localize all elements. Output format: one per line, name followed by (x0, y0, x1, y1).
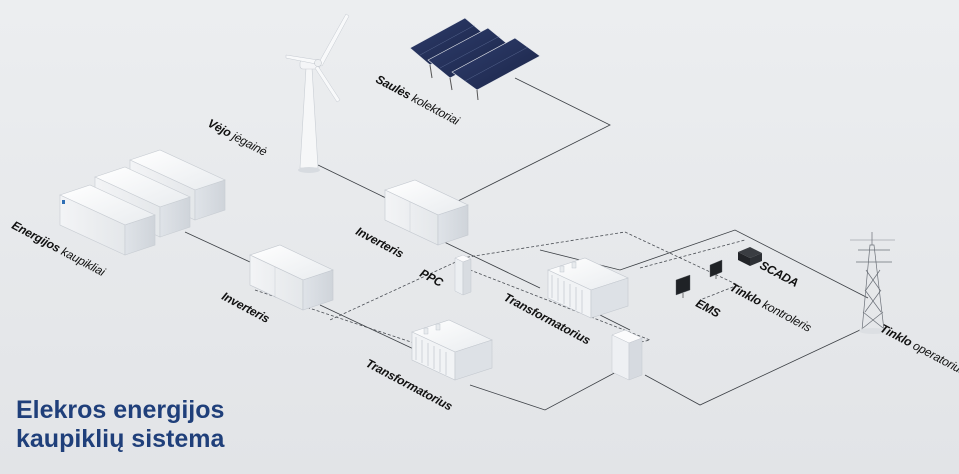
transformer-top (547, 257, 629, 319)
wind-turbine (285, 13, 350, 173)
line-switch-grid (644, 329, 861, 406)
transformer-bottom (411, 319, 493, 381)
line-storage-inverter (184, 231, 251, 263)
line-solar-inverter (449, 77, 611, 206)
ems-monitor (675, 274, 691, 298)
grid-controller-monitor (709, 259, 723, 279)
storage-container-1 (59, 184, 156, 256)
energy-storage-containers (59, 149, 226, 256)
ppc-cabinet (454, 254, 472, 296)
line-wind-inverter (317, 164, 391, 201)
solar-panels (409, 17, 541, 101)
title-line-2: kaupiklių sistema (16, 425, 225, 453)
line-inverter-transformer-top (439, 239, 541, 289)
line-ppc-left (329, 259, 461, 321)
line-ems-scada (639, 239, 746, 269)
line-inverter-ppc (254, 289, 421, 346)
line-top-transformer-switch (599, 314, 631, 331)
line-ppc-ems (461, 231, 740, 301)
line-transformer-switchgear (469, 369, 621, 411)
title-line-1: Elekros energijos (16, 396, 225, 424)
solar-panel-3 (451, 37, 541, 101)
inverter-top (384, 179, 469, 246)
switchgear-cabinet (611, 329, 643, 381)
transmission-tower (850, 232, 895, 334)
scada-unit (738, 247, 762, 266)
diagram-title: Elekros energijos kaupiklių sistema (16, 396, 224, 454)
inverter-left (249, 244, 334, 311)
